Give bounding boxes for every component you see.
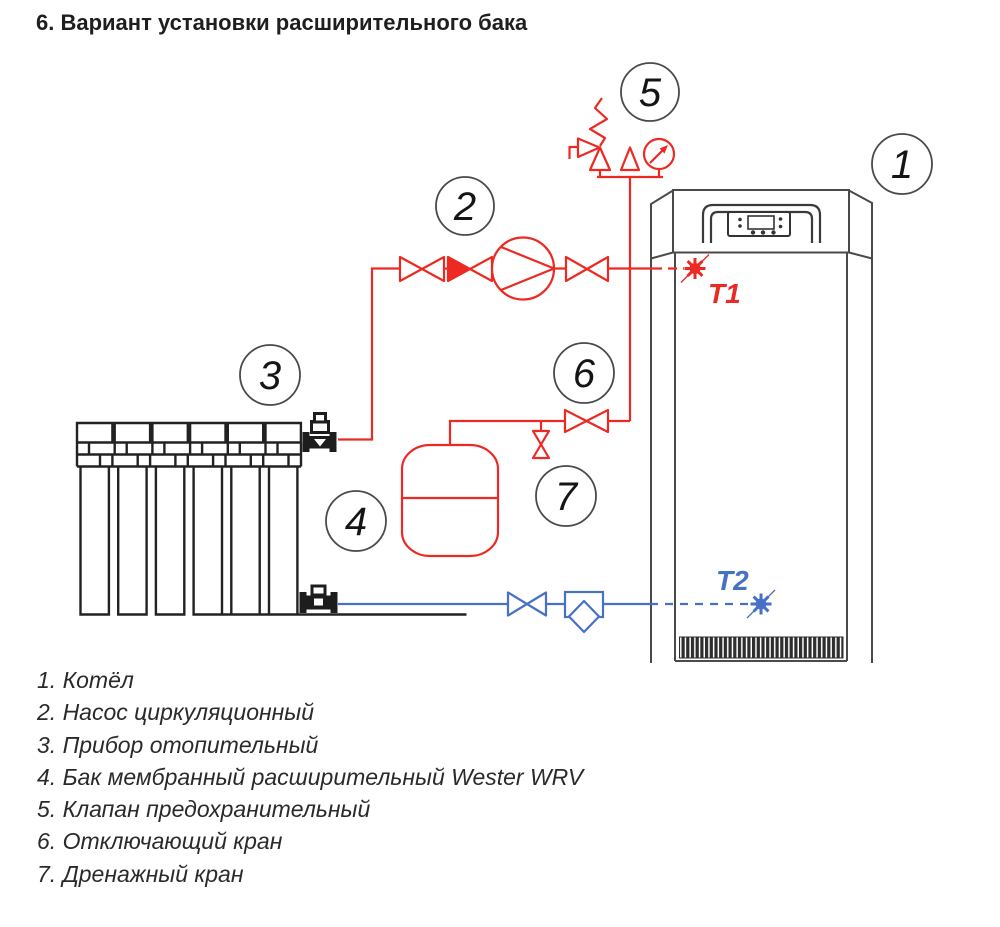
- supply-valve-icon: [398, 255, 446, 283]
- callouts: 1 2 3 4 5 6 7: [239, 62, 933, 552]
- svg-text:7: 7: [555, 475, 579, 519]
- legend: 1. Котёл 2. Насос циркуляционный 3. Приб…: [37, 664, 583, 890]
- safety-valve-group: [568, 97, 676, 179]
- boiler: [650, 189, 873, 663]
- svg-text:2: 2: [453, 185, 476, 229]
- callout-shutoff-valve: 6: [553, 342, 615, 404]
- radiator-supply-valve-icon: [302, 412, 337, 452]
- legend-item-drain-valve: 7. Дренажный кран: [37, 860, 244, 887]
- callout-safety-valve: 5: [620, 62, 680, 122]
- radiator-top-caps: [75, 421, 303, 443]
- boiler-outer-edges: [650, 189, 873, 663]
- t2-label: T2: [716, 565, 749, 596]
- callout-drain-valve: 7: [535, 465, 597, 527]
- legend-item-pump: 2. Насос циркуляционный: [37, 699, 315, 726]
- strainer-filter-icon: [563, 590, 605, 634]
- expansion-tank-icon: [400, 443, 500, 558]
- svg-text:4: 4: [345, 500, 367, 544]
- svg-text:1: 1: [891, 143, 913, 187]
- page-title: 6. Вариант установки расширительного бак…: [36, 10, 528, 35]
- callout-boiler: 1: [871, 133, 933, 195]
- t1-label: T1: [708, 278, 741, 309]
- drain-valve-icon: [531, 429, 551, 460]
- callout-pump: 2: [435, 176, 495, 236]
- t2-sensor-icon: [745, 588, 777, 620]
- boiler-grille: [679, 636, 844, 659]
- pressure-gauge-icon: [642, 137, 676, 171]
- check-valve-icon: [446, 255, 494, 283]
- t1-sensor-icon: [679, 253, 711, 284]
- callout-radiator: 3: [239, 344, 301, 406]
- legend-item-expansion-tank: 4. Бак мембранный расширительный Wester …: [37, 763, 584, 790]
- svg-text:5: 5: [639, 71, 662, 115]
- boiler-buttons: [738, 217, 783, 235]
- svg-text:6: 6: [573, 352, 596, 396]
- safety-valve-icon: [568, 97, 612, 172]
- legend-item-radiator: 3. Прибор отопительный: [37, 731, 319, 758]
- boiler-front-face: [674, 252, 848, 662]
- return-piping: [338, 590, 748, 634]
- air-vent-icon: [619, 146, 641, 172]
- circulation-pump-icon: [490, 236, 557, 301]
- legend-item-safety-valve: 5. Клапан предохранительный: [37, 796, 371, 823]
- callout-expansion-tank: 4: [325, 490, 387, 552]
- boiler-control-panel: [727, 211, 791, 237]
- boiler-display: [747, 215, 775, 230]
- legend-item-boiler: 1. Котёл: [37, 667, 134, 693]
- supply-valve2-icon: [564, 255, 610, 283]
- safety-valve-spring: [588, 97, 609, 147]
- radiator-return-valve-icon: [299, 584, 338, 613]
- svg-text:3: 3: [259, 354, 281, 398]
- shutoff-valve-icon: [563, 408, 610, 434]
- radiator-sections: [79, 466, 467, 616]
- radiator: [75, 421, 467, 616]
- boiler-top-band: [672, 189, 850, 254]
- supply-piping: [338, 97, 684, 558]
- legend-item-shutoff-valve: 6. Отключающий кран: [37, 828, 283, 855]
- return-valve-icon: [506, 591, 548, 617]
